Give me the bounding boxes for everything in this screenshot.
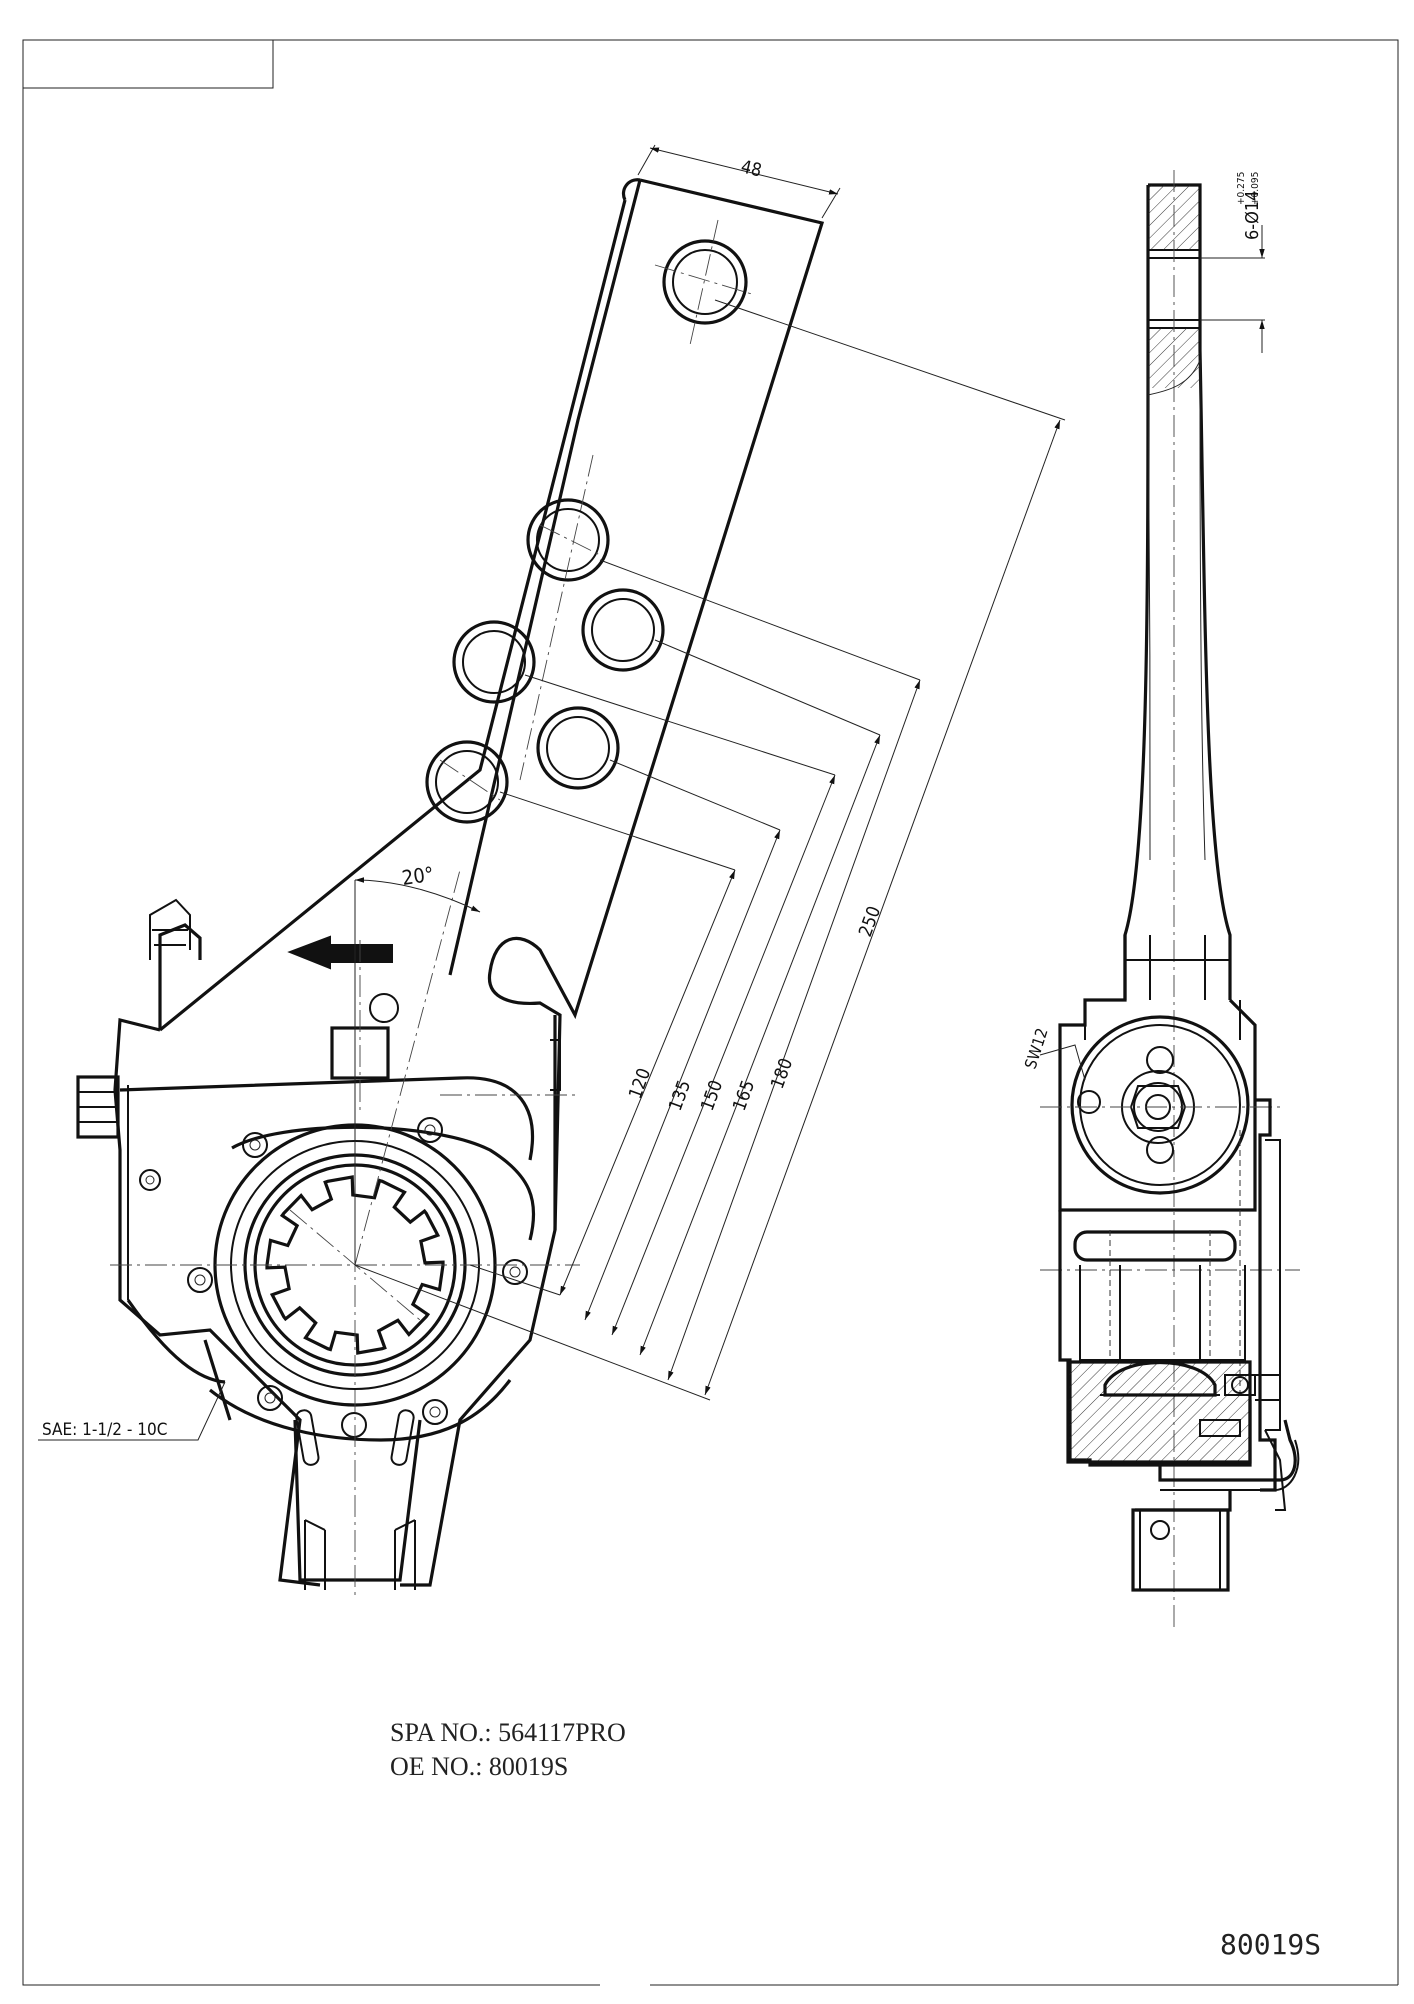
adjust-bolt [76,1075,120,1139]
clevis-bracket [293,1409,422,1590]
dim-hole-tol-lower: +0.095 [1250,172,1261,205]
dim-135: 135 [665,1077,695,1113]
side-view: 6-Ø14 +0.275 +0.095 SW12 [1021,170,1300,1630]
drawing-number: 80019S [1220,1928,1322,1961]
dim-arm-width: 48 [739,156,764,181]
dim-wrench-size: SW12 [1021,1026,1052,1072]
dim-150: 150 [697,1077,727,1113]
dim-250: 250 [855,903,885,939]
spline-leader [38,1381,226,1441]
grease-fitting [149,898,191,960]
dim-angle: 20° [400,862,435,890]
adjust-holes [425,239,748,824]
spa-number: SPA NO.: 564117PRO [390,1718,626,1747]
arm-outline [448,178,825,1231]
dim-hole-spec: 6-Ø14 [1242,191,1263,241]
spline-spec: SAE: 1-1/2 - 10C [42,1420,167,1440]
dim-120: 120 [625,1065,655,1101]
rotation-direction-arrow [287,935,393,970]
section-hatch [1066,1360,1252,1464]
cover-bolts [139,1117,528,1438]
side-arm [1123,183,1232,1000]
dim-165: 165 [729,1077,759,1113]
sheet-border [22,39,1399,1986]
side-fitting [1224,1374,1287,1511]
oe-number: OE NO.: 80019S [390,1752,569,1781]
housing-outline [113,1015,557,1587]
front-view: 48 250 180 165 150 135 120 20° SAE: 1-1/… [38,144,1066,1600]
dim-hole-tol-upper: +0.275 [1236,172,1247,205]
dimension-lines [354,144,1066,1401]
dim-180: 180 [767,1055,797,1091]
side-gear-face [1070,1015,1250,1195]
